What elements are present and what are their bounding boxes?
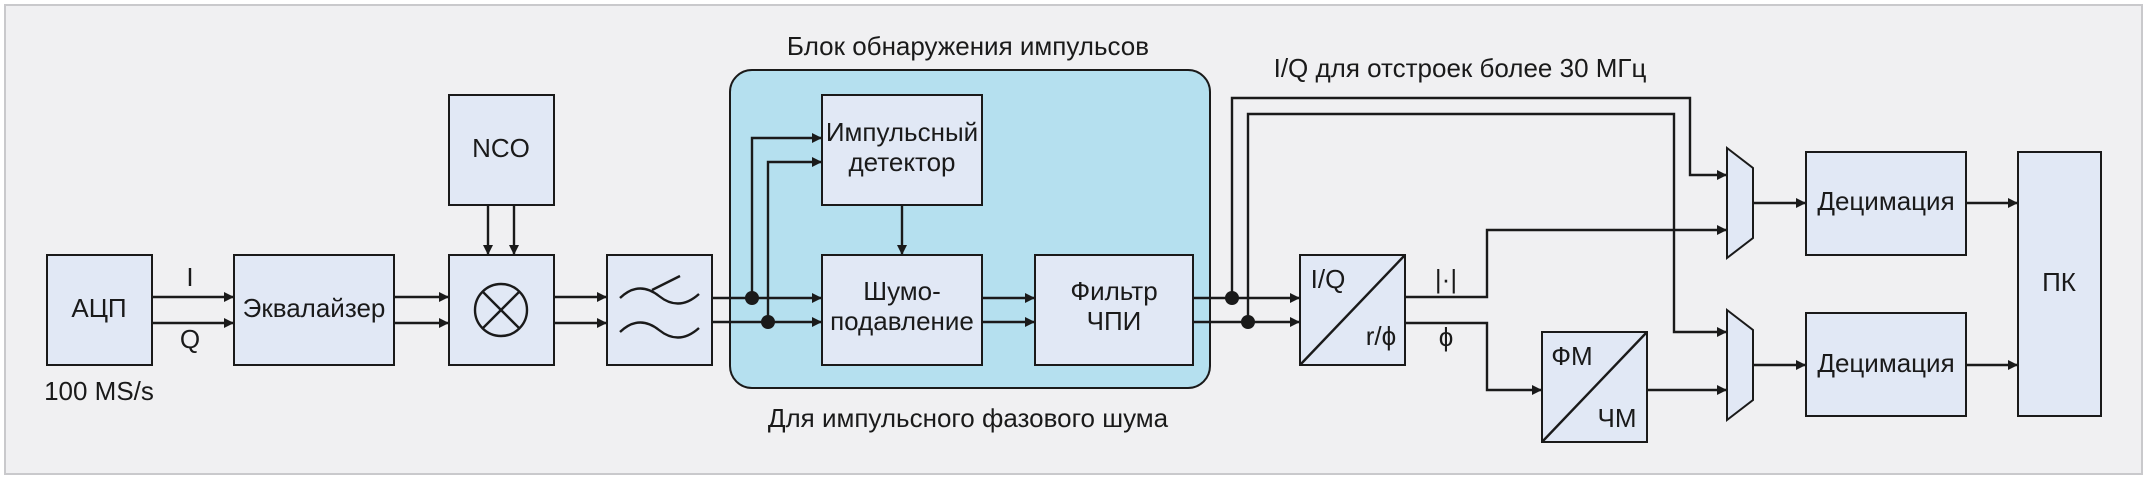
channel-q-label: Q xyxy=(180,324,200,354)
iq-bypass-label: I/Q для отстроек более 30 МГц xyxy=(1274,53,1647,83)
equalizer-block xyxy=(233,254,395,366)
adc-block xyxy=(46,254,153,366)
lowpass-filter-block xyxy=(606,254,713,366)
iq-converter-top-label: I/Q xyxy=(1311,264,1346,294)
multiplexer-icon xyxy=(1726,145,1754,261)
decimation-label-bottom: Децимация xyxy=(1817,348,1954,378)
iq-bypass-line-i xyxy=(1230,96,1727,298)
group-caption: Для импульсного фазового шума xyxy=(768,403,1169,433)
mti-filter-block xyxy=(1034,254,1194,366)
sample-rate-label: 100 MS/s xyxy=(44,376,154,406)
tap-to-detector-q xyxy=(766,157,822,322)
phase-line xyxy=(1405,321,1542,395)
channel-i-label: I xyxy=(186,262,193,292)
pulse-detector-label-2: детектор xyxy=(848,147,955,177)
noise-suppression-label-2: подавление xyxy=(830,306,974,336)
tap-to-detector-i xyxy=(750,133,822,298)
pm-label: ФМ xyxy=(1551,341,1592,371)
equalizer-label: Эквалайзер xyxy=(243,293,386,323)
adc-label: АЦП xyxy=(71,293,126,323)
group-title: Блок обнаружения импульсов xyxy=(787,31,1149,61)
mixer-block xyxy=(448,254,555,366)
fm-label: ЧМ xyxy=(1598,403,1637,433)
mti-filter-label-2: ЧПИ xyxy=(1087,306,1142,336)
pm-fm-divider xyxy=(1541,331,1648,443)
nco-label: NCO xyxy=(472,133,530,163)
converter-divider xyxy=(1299,254,1406,366)
decimation-block-top xyxy=(1805,151,1967,256)
phase-label: ϕ xyxy=(1439,322,1454,352)
multiplexer-icon xyxy=(1726,307,1754,423)
iq-bypass-line-q xyxy=(1246,112,1727,337)
noise-suppression-block xyxy=(821,254,983,366)
mixer-icon xyxy=(473,282,529,338)
nco-block xyxy=(448,94,555,206)
decimation-block-bottom xyxy=(1805,312,1967,417)
lowpass-filter-icon xyxy=(619,274,700,339)
pulse-detector-label-1: Импульсный xyxy=(826,117,978,147)
iq-converter-bottom-label: r/ϕ xyxy=(1366,321,1396,351)
magnitude-line xyxy=(1405,225,1727,299)
noise-suppression-label-1: Шумо- xyxy=(863,276,941,306)
pc-label: ПК xyxy=(2042,267,2076,297)
pc-block xyxy=(2017,151,2102,417)
mti-filter-label-1: Фильтр xyxy=(1070,276,1157,306)
decimation-label-top: Децимация xyxy=(1817,186,1954,216)
magnitude-label: |·| xyxy=(1435,264,1457,294)
